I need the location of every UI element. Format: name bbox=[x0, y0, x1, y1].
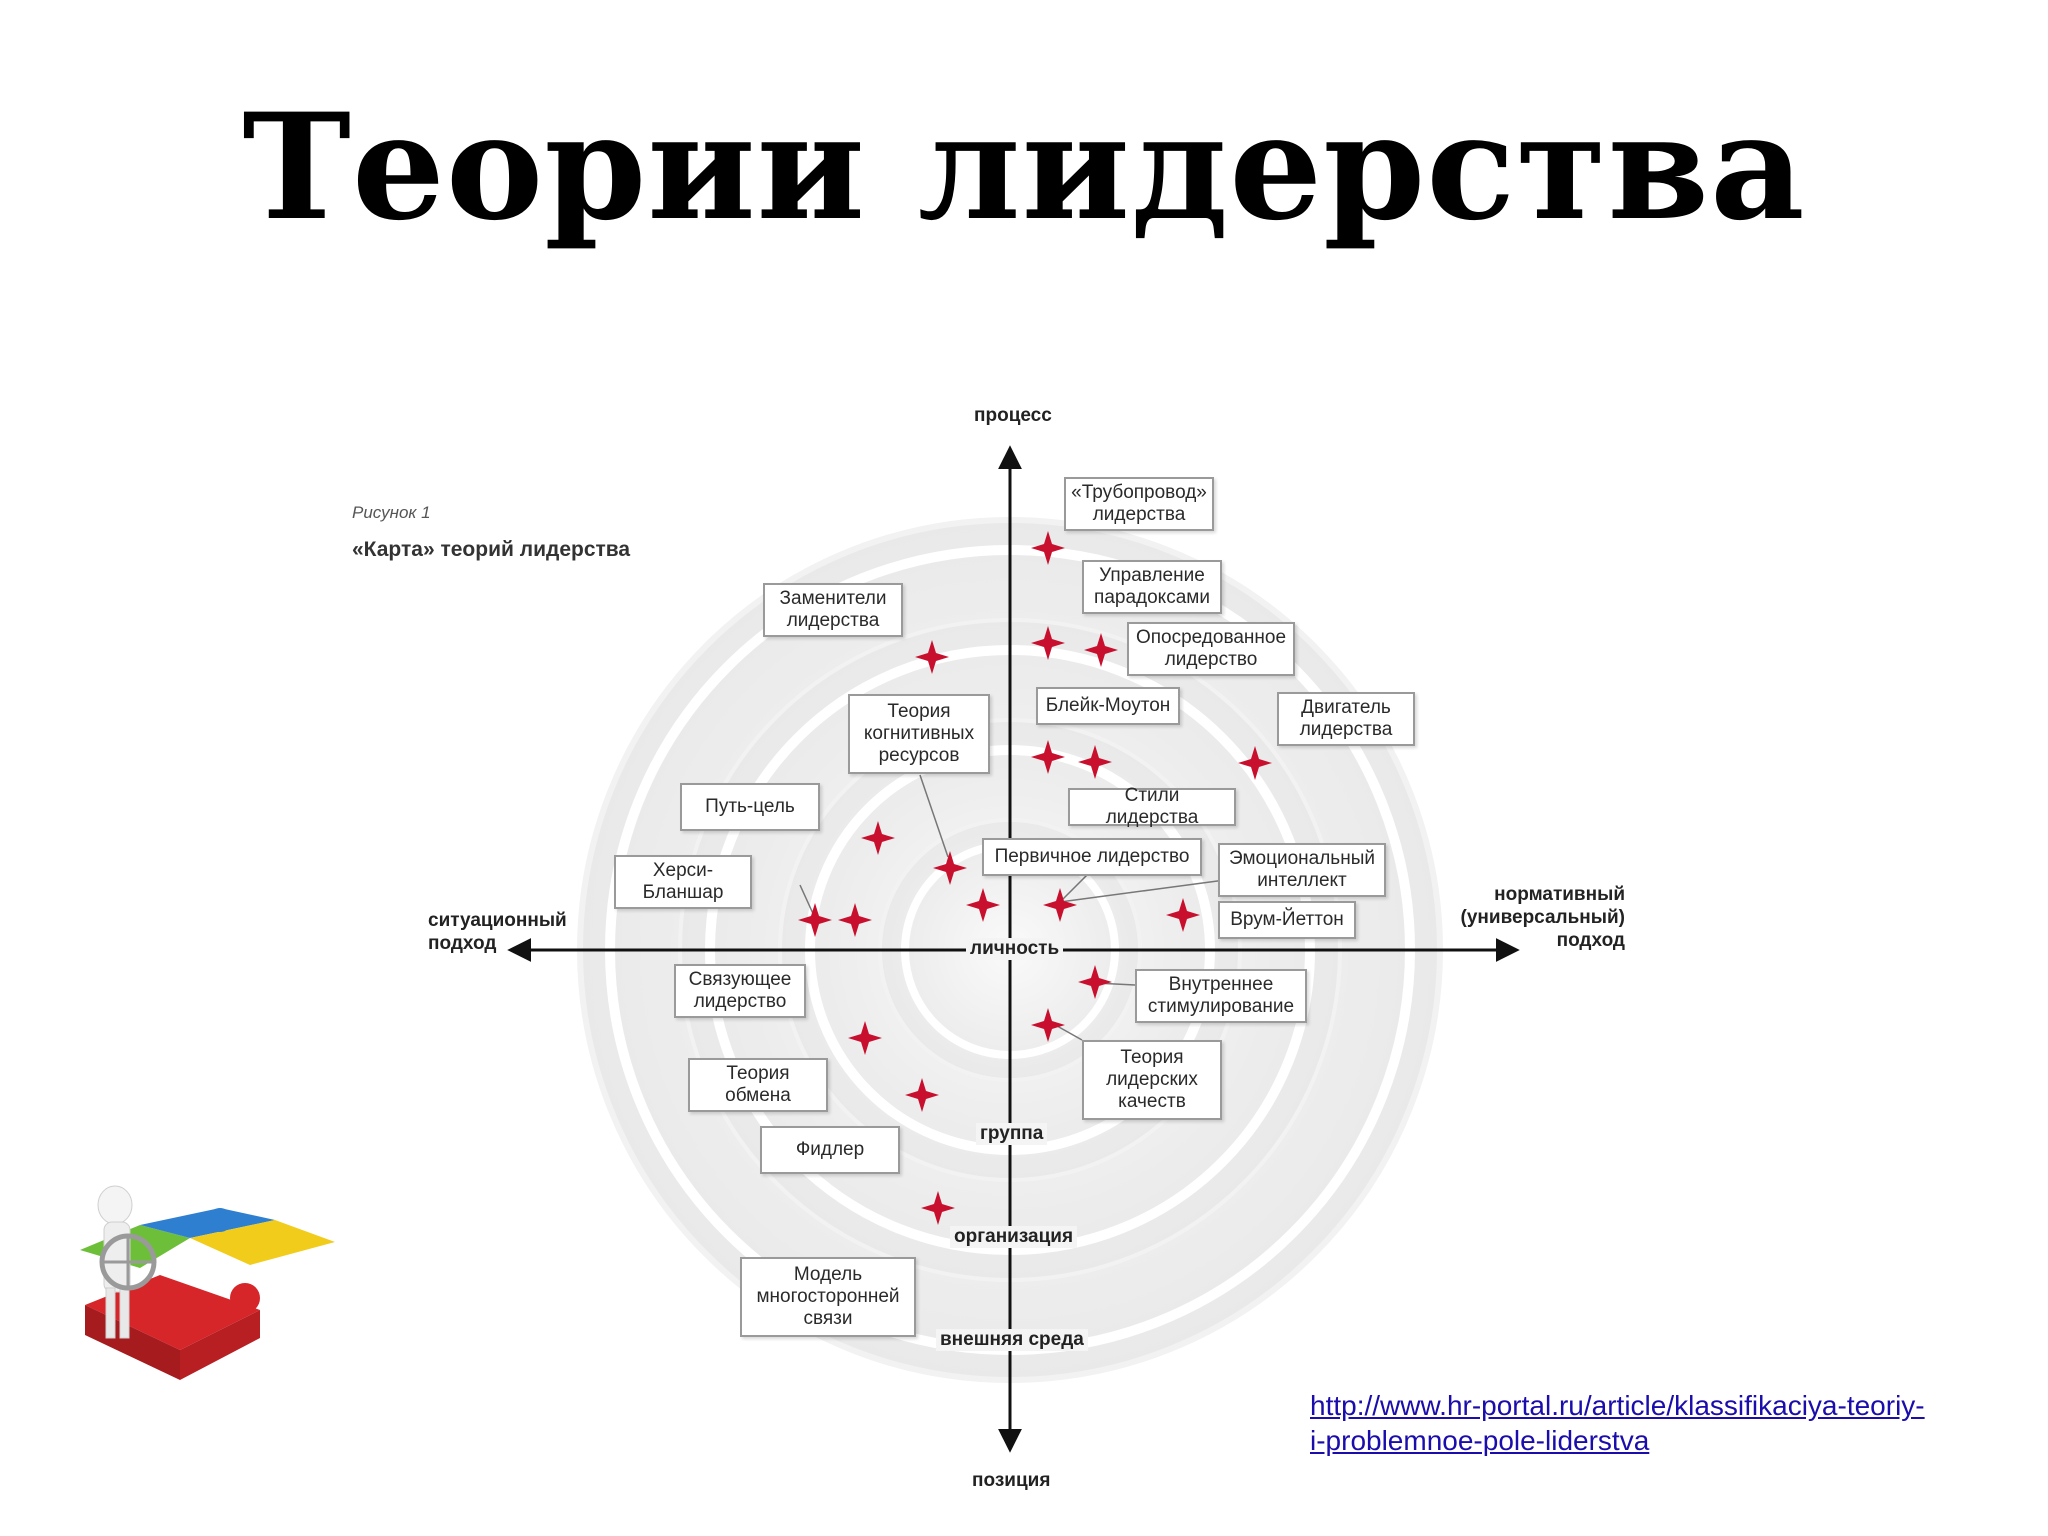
theory-cognitive-resources: Теория когнитивных ресурсов bbox=[848, 694, 990, 774]
puzzle-illustration bbox=[80, 1185, 335, 1380]
theory-exchange: Теория обмена bbox=[688, 1058, 828, 1112]
theory-primal-leadership: Первичное лидерство bbox=[982, 838, 1202, 876]
theory-fiedler: Фидлер bbox=[760, 1126, 900, 1174]
theory-leadership-styles: Стили лидерства bbox=[1068, 785, 1236, 828]
theory-markers bbox=[798, 531, 1272, 1225]
star-marker-icon bbox=[1166, 898, 1200, 932]
theory-intrinsic-motivation: Внутреннее стимулирование bbox=[1135, 969, 1307, 1023]
star-marker-icon bbox=[1031, 531, 1065, 565]
figure-caption: «Карта» теорий лидерства bbox=[352, 538, 631, 561]
axis-label-right: нормативный (универсальный) подход bbox=[1460, 884, 1625, 951]
star-marker-icon bbox=[1031, 1008, 1065, 1042]
star-marker-icon bbox=[838, 903, 872, 937]
axis-label-left: ситуационный подход bbox=[428, 910, 567, 954]
figure-number: Рисунок 1 bbox=[352, 503, 431, 522]
theory-hersey-blanchard: Херси- Бланшар bbox=[614, 855, 752, 909]
star-marker-icon bbox=[1084, 633, 1118, 667]
star-marker-icon bbox=[1043, 888, 1077, 922]
theory-pipeline: «Трубопровод» лидерства bbox=[1064, 477, 1214, 531]
theory-multiple-linkage-model: Модель многосторонней связи bbox=[740, 1257, 916, 1337]
theory-emotional-intelligence: Эмоциональный интеллект bbox=[1218, 843, 1386, 897]
star-marker-icon bbox=[933, 851, 967, 885]
theory-leadership-engine: Двигатель лидерства bbox=[1277, 692, 1415, 746]
ring-label-group: группа bbox=[976, 1123, 1048, 1145]
star-marker-icon bbox=[1031, 626, 1065, 660]
theory-paradox-management: Управление парадоксами bbox=[1082, 560, 1222, 614]
axis-label-top: процесс bbox=[974, 405, 1052, 426]
star-marker-icon bbox=[1078, 745, 1112, 779]
star-marker-icon bbox=[905, 1078, 939, 1112]
slide-title: Теории лидерства bbox=[242, 82, 1806, 253]
theory-bridging-leadership: Связующее лидерство bbox=[674, 964, 806, 1018]
star-marker-icon bbox=[1031, 740, 1065, 774]
star-marker-icon bbox=[966, 888, 1000, 922]
theory-leadership-traits: Теория лидерских качеств bbox=[1082, 1040, 1222, 1120]
star-marker-icon bbox=[861, 821, 895, 855]
star-marker-icon bbox=[848, 1021, 882, 1055]
star-marker-icon bbox=[921, 1191, 955, 1225]
star-marker-icon bbox=[1238, 746, 1272, 780]
axis-label-bottom: позиция bbox=[972, 1470, 1051, 1491]
ring-label-personality: личность bbox=[966, 938, 1064, 960]
theory-path-goal: Путь-цель bbox=[680, 783, 820, 831]
star-marker-icon bbox=[915, 640, 949, 674]
theory-vroom-yetton: Врум-Йеттон bbox=[1218, 901, 1356, 939]
ring-label-organization: организация bbox=[950, 1226, 1078, 1248]
theory-mediated-leadership: Опосредованное лидерство bbox=[1127, 622, 1295, 676]
source-link[interactable]: http://www.hr-portal.ru/article/klassifi… bbox=[1310, 1390, 1925, 1456]
star-marker-icon bbox=[798, 903, 832, 937]
ring-label-external-environment: внешняя среда bbox=[936, 1329, 1088, 1351]
theory-blake-mouton: Блейк-Моутон bbox=[1036, 687, 1180, 725]
star-marker-icon bbox=[1078, 965, 1112, 999]
theory-leadership-substitutes: Заменители лидерства bbox=[763, 583, 903, 637]
